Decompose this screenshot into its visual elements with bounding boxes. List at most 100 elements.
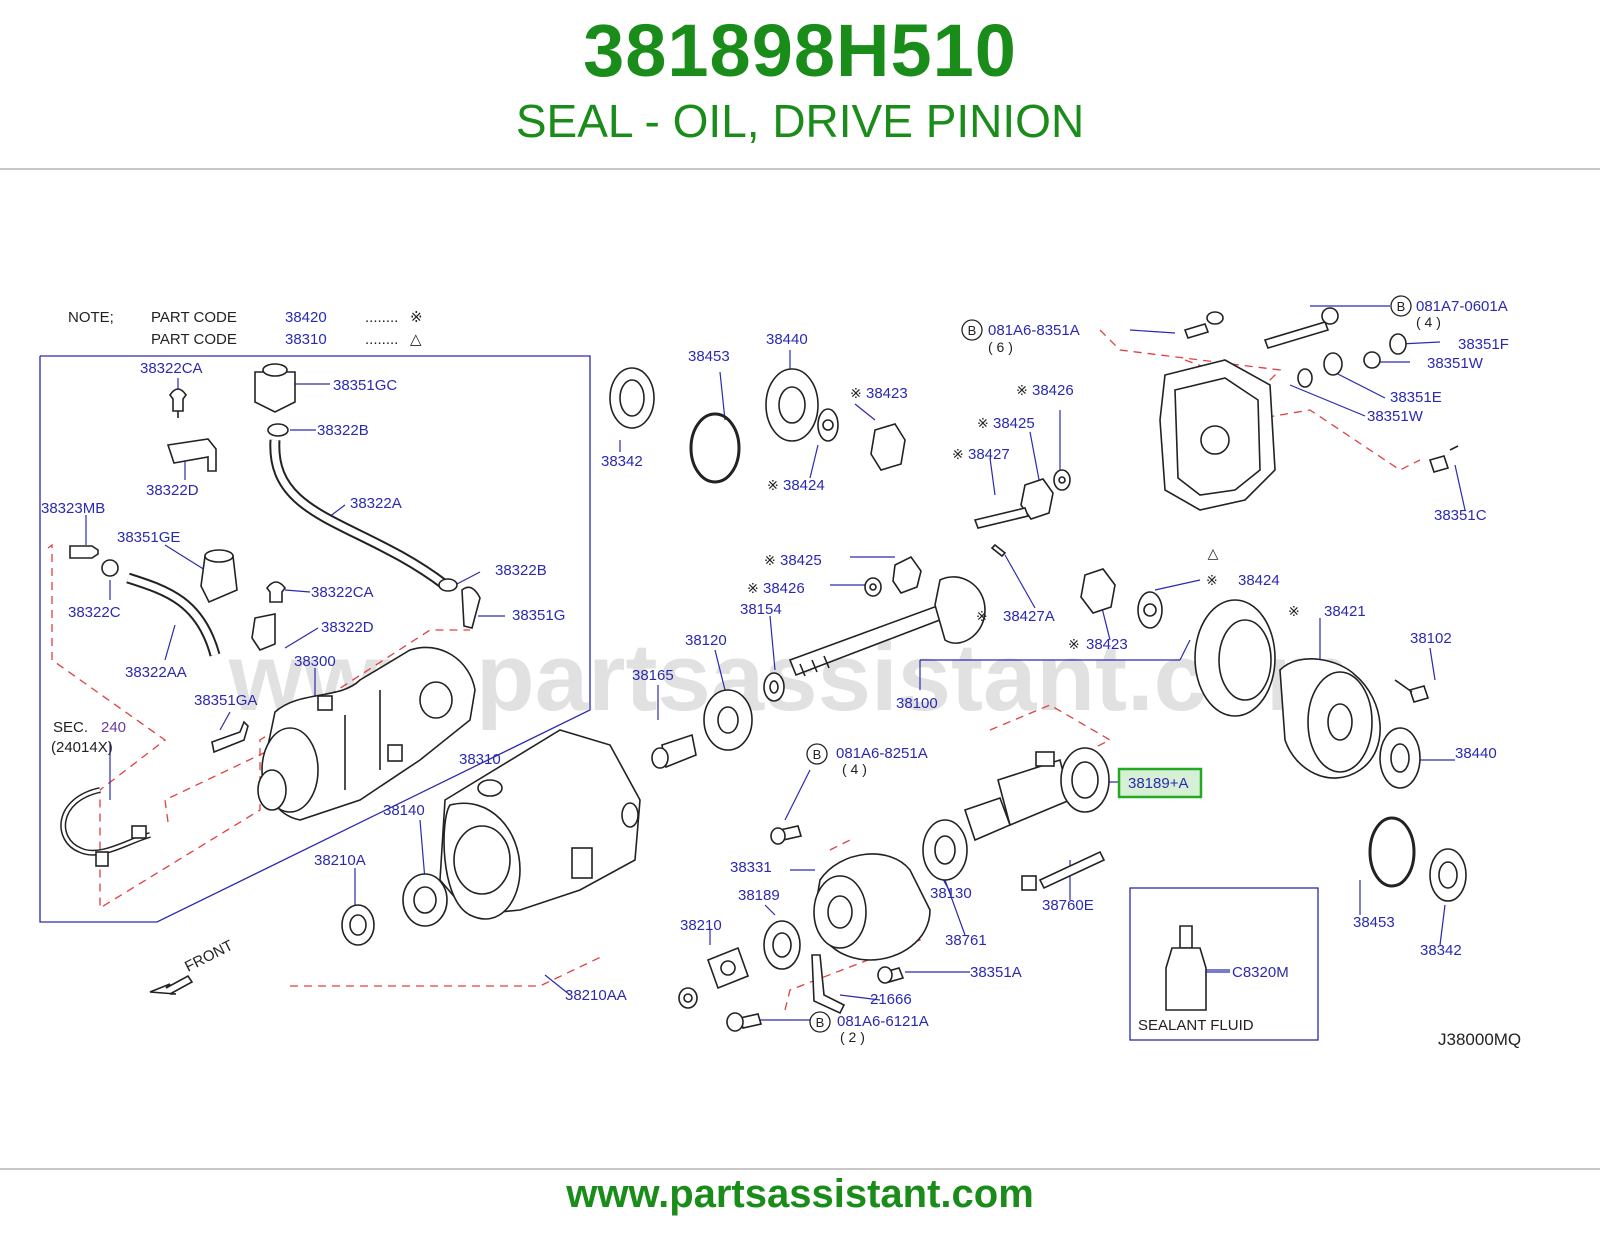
front-arrow: FRONT — [149, 937, 236, 995]
label-38189[interactable]: 38189 — [738, 887, 780, 904]
label-38322AA[interactable]: 38322AA — [125, 664, 187, 681]
pin-38427 — [973, 507, 1030, 529]
label-38453-a[interactable]: 38453 — [688, 348, 730, 365]
label-38323MB[interactable]: 38323MB — [41, 500, 105, 517]
label-081A6-6121A[interactable]: 081A6-6121A — [837, 1013, 929, 1030]
bracket-21666 — [811, 954, 846, 1015]
star-38425-b: ※ — [764, 552, 776, 568]
label-38322C[interactable]: 38322C — [68, 604, 121, 621]
footer-website[interactable]: www.partsassistant.com — [566, 1172, 1034, 1216]
label-38210AA[interactable]: 38210AA — [565, 987, 627, 1004]
bolt-081A6-6121A — [726, 1012, 763, 1032]
sensor-38760E — [1021, 850, 1106, 891]
label-38342-b[interactable]: 38342 — [1420, 942, 1462, 959]
footer-divider — [0, 1168, 1600, 1170]
seal-38189-A — [1060, 747, 1110, 813]
label-081A6-8351A[interactable]: 081A6-8351A — [988, 322, 1080, 339]
label-38425-b[interactable]: 38425 — [780, 552, 822, 569]
fitting-38323MB — [69, 545, 99, 559]
label-38440-b[interactable]: 38440 — [1455, 745, 1497, 762]
label-38423-b[interactable]: 38423 — [1086, 636, 1128, 653]
label-38427A[interactable]: 38427A — [1003, 608, 1055, 625]
label-38154[interactable]: 38154 — [740, 601, 782, 618]
rear-cover — [1159, 359, 1276, 511]
gear-38423-a — [870, 423, 906, 471]
label-38351GE[interactable]: 38351GE — [117, 529, 180, 546]
label-38427[interactable]: 38427 — [968, 446, 1010, 463]
qty-4-a: ( 4 ) — [1416, 314, 1441, 330]
label-38426-a[interactable]: 38426 — [1032, 382, 1074, 399]
label-38322A[interactable]: 38322A — [350, 495, 402, 512]
gear-38425-a — [1020, 478, 1054, 520]
bolt-081A7-0601A — [1263, 307, 1339, 349]
bolt-ref-b3: B — [813, 747, 822, 762]
label-38322D-a[interactable]: 38322D — [146, 482, 199, 499]
note-code-2: 38310 — [285, 331, 327, 348]
label-38423-a[interactable]: 38423 — [866, 385, 908, 402]
label-38189-A[interactable]: 38189+A — [1128, 775, 1188, 792]
label-38426-b[interactable]: 38426 — [763, 580, 805, 597]
bearing-38140 — [402, 873, 448, 927]
flange-38210 — [706, 946, 750, 990]
label-38210A[interactable]: 38210A — [314, 852, 366, 869]
note-label-1: PART CODE — [151, 309, 237, 326]
label-38130[interactable]: 38130 — [930, 885, 972, 902]
bolt-38351A — [877, 966, 905, 984]
label-38440-a[interactable]: 38440 — [766, 331, 808, 348]
front-label: FRONT — [182, 937, 236, 976]
label-38322B-b[interactable]: 38322B — [495, 562, 547, 579]
clamp-38322C — [101, 559, 119, 577]
qty-2: ( 2 ) — [840, 1029, 865, 1045]
label-38322CA-b[interactable]: 38322CA — [311, 584, 374, 601]
label-38322D-b[interactable]: 38322D — [321, 619, 374, 636]
bolt-ref-letters: B B B B — [813, 299, 1406, 1030]
label-21666[interactable]: 21666 — [870, 991, 912, 1008]
label-38351F[interactable]: 38351F — [1458, 336, 1509, 353]
label-38351W-b[interactable]: 38351W — [1367, 408, 1424, 425]
label-sec-240[interactable]: 240 — [101, 719, 126, 736]
highlighted-part-box[interactable] — [1117, 767, 1203, 799]
bracket-38322D-b — [251, 613, 276, 651]
label-38100[interactable]: 38100 — [896, 695, 938, 712]
label-38300[interactable]: 38300 — [294, 653, 336, 670]
label-38425-a[interactable]: 38425 — [993, 415, 1035, 432]
label-38351C[interactable]: 38351C — [1434, 507, 1487, 524]
star-38426-a: ※ — [1016, 382, 1028, 398]
label-38453-b[interactable]: 38453 — [1353, 914, 1395, 931]
label-38322B-a[interactable]: 38322B — [317, 422, 369, 439]
label-38424-b[interactable]: 38424 — [1238, 572, 1280, 589]
washer-38424-a — [817, 408, 839, 442]
label-38102[interactable]: 38102 — [1410, 630, 1452, 647]
label-081A6-8251A[interactable]: 081A6-8251A — [836, 745, 928, 762]
label-38322CA-a[interactable]: 38322CA — [140, 360, 203, 377]
label-38331[interactable]: 38331 — [730, 859, 772, 876]
note-symbol-triangle: △ — [410, 331, 422, 348]
label-38140[interactable]: 38140 — [383, 802, 425, 819]
label-38351A[interactable]: 38351A — [970, 964, 1022, 981]
clip-38322CA-b — [265, 581, 287, 603]
label-38761[interactable]: 38761 — [945, 932, 987, 949]
note-block: NOTE; PART CODE 38420 ........ ※ PART CO… — [68, 309, 423, 348]
label-38421[interactable]: 38421 — [1324, 603, 1366, 620]
oring-38453-a — [689, 412, 741, 484]
bearing-38120 — [703, 689, 753, 751]
label-38310[interactable]: 38310 — [459, 751, 501, 768]
label-38120[interactable]: 38120 — [685, 632, 727, 649]
star-38421: ※ — [1288, 603, 1300, 619]
seal-38342-a — [609, 367, 655, 429]
label-081A7-0601A[interactable]: 081A7-0601A — [1416, 298, 1508, 315]
label-38165[interactable]: 38165 — [632, 667, 674, 684]
washer-38424-b — [1137, 591, 1163, 629]
label-38351GC[interactable]: 38351GC — [333, 377, 397, 394]
label-38351GA[interactable]: 38351GA — [194, 692, 257, 709]
label-38351G[interactable]: 38351G — [512, 607, 565, 624]
label-38424-a[interactable]: 38424 — [783, 477, 825, 494]
label-C8320M[interactable]: C8320M — [1232, 964, 1289, 981]
label-38351W-a[interactable]: 38351W — [1427, 355, 1484, 372]
star-38426-b: ※ — [747, 580, 759, 596]
label-38760E[interactable]: 38760E — [1042, 897, 1094, 914]
star-38427A: ※ — [976, 608, 988, 624]
label-38210[interactable]: 38210 — [680, 917, 722, 934]
label-38351E[interactable]: 38351E — [1390, 389, 1442, 406]
label-38342-a[interactable]: 38342 — [601, 453, 643, 470]
